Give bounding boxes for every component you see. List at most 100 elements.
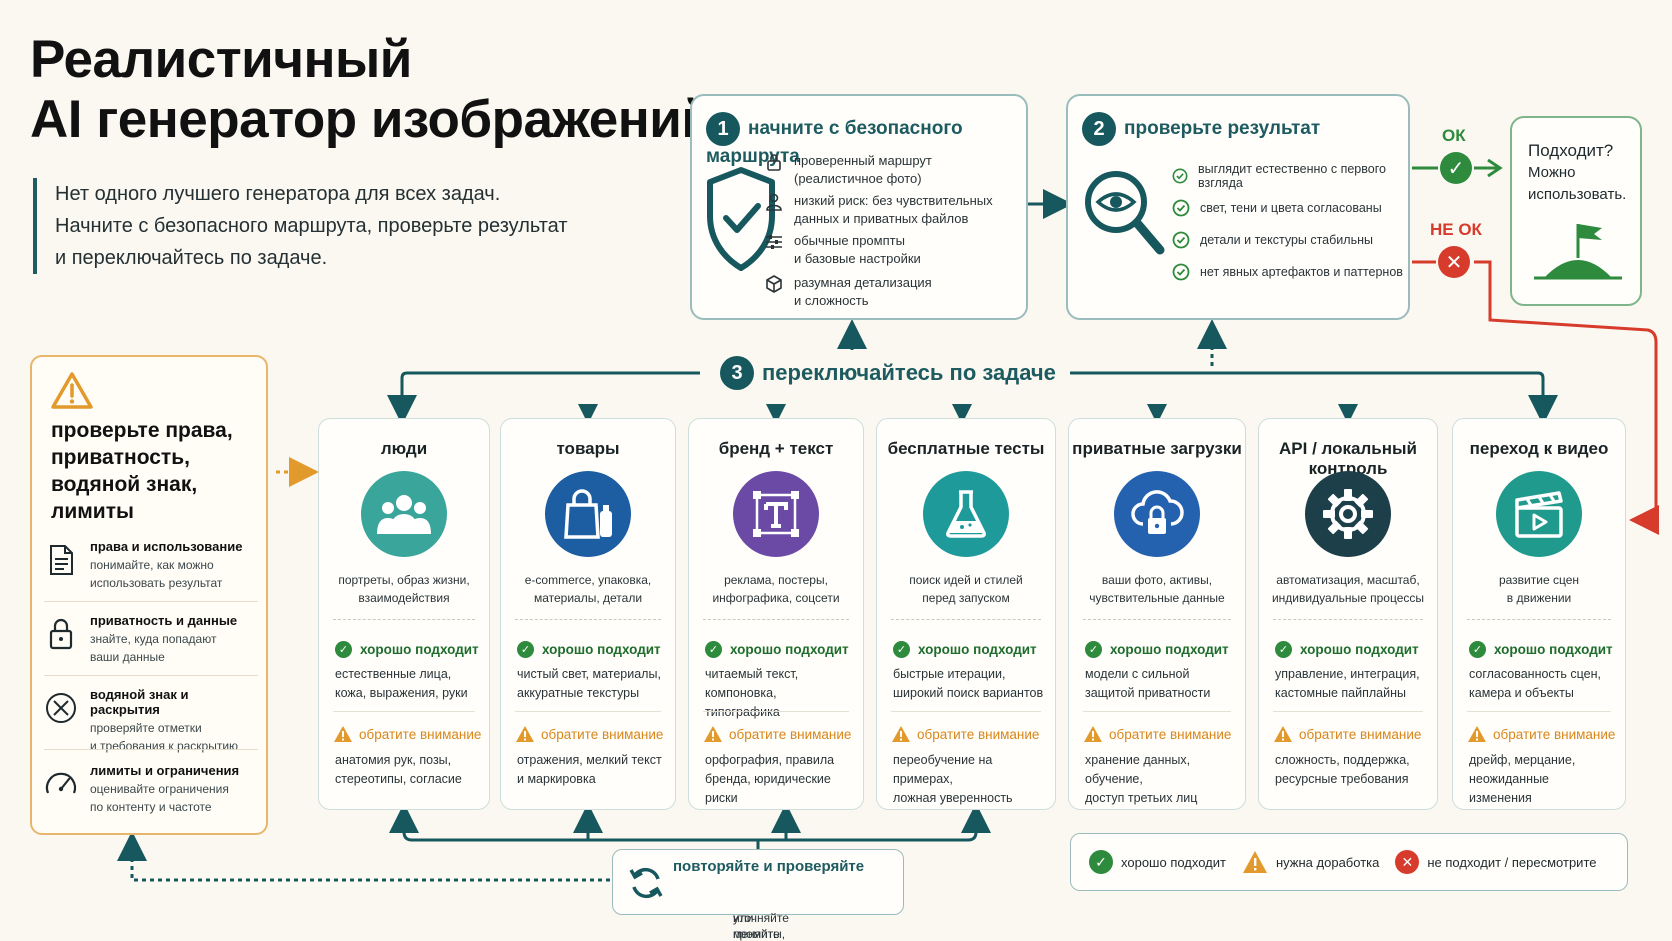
page-title: Реалистичный AI генератор изображений [30,30,714,149]
text-tool-icon [753,491,799,537]
task-description: реклама, постеры,инфографика, соцсети [712,573,840,605]
step2-item: выглядит естественно с первого взгляда [1172,160,1408,192]
attention-label: обратите внимание [1083,725,1231,743]
fits-card: Подходит? Можно использовать. [1510,116,1642,306]
not-ok-label: НЕ ОК [1430,220,1482,239]
not-ok-cross-icon: ✕ [1438,246,1470,278]
step1-item: проверенный маршрут(реалистичное фото) [767,152,932,188]
check-icon: ✓ [1469,641,1486,658]
check-icon: ✓ [705,641,722,658]
warning-triangle-icon [1084,726,1102,742]
check-icon: ✓ [517,641,534,658]
legend-needs-work: нужна доработка [1242,850,1379,874]
rights-divider [44,675,258,676]
attention-text: хранение данных, обучение,доступ третьих… [1085,753,1198,805]
task-title: товары [556,439,620,458]
document-icon [50,545,73,575]
task-divider [1083,619,1231,620]
legend-good: ✓хорошо подходит [1089,850,1226,874]
task-divider [1273,711,1423,712]
good-fit-label: ✓хорошо подходит [1469,641,1613,658]
attention-text: анатомия рук, позы,стереотипы, согласие [335,753,462,786]
task-icon-circle [1305,471,1391,557]
check-icon: ✓ [1275,641,1292,658]
gear-icon [1323,489,1373,539]
ok-label: ОК [1442,126,1466,145]
attention-text: переобучение на примерах,ложная уверенно… [893,753,1013,805]
warning-icon [51,372,93,409]
people-icon [377,495,431,534]
check-circle-icon [1172,199,1190,217]
good-fit-label: ✓хорошо подходит [335,641,479,658]
refresh-icon [629,867,663,899]
task-divider [1467,711,1611,712]
warning-triangle-icon [516,726,534,742]
attention-label: обратите внимание [891,725,1039,743]
step2-item: детали и текстуры стабильны [1172,224,1408,256]
task-divider [333,711,475,712]
warning-triangle-icon [1468,726,1486,742]
task-divider [515,711,661,712]
task-divider [703,711,849,712]
gauge-icon [45,772,77,794]
task-title: люди [380,439,428,458]
attention-label: обратите внимание [703,725,851,743]
task-column-2: товары e-commerce, упаковка,материалы, д… [500,418,676,810]
task-icon-circle [1496,471,1582,557]
rights-title: проверьте права, приватность, водяной зн… [51,419,233,523]
good-fit-text: естественные лица,кожа, выражения, руки [335,667,468,700]
flag-hill-icon [1534,224,1622,280]
task-title: бренд + текст [718,439,834,458]
good-fit-text: согласованность сцен,камера и объекты [1469,667,1601,700]
step3-number: 3 [720,356,754,390]
good-fit-label: ✓хорошо подходит [1085,641,1229,658]
attention-label: обратите внимание [333,725,481,743]
warning-triangle-icon [1274,726,1292,742]
good-fit-label: ✓хорошо подходит [517,641,661,658]
attention-text: дрейф, мерцание,неожиданные изменения [1469,753,1576,805]
legend: ✓хорошо подходит нужна доработка ✕не под… [1070,833,1628,891]
step2-item: свет, тени и цвета согласованы [1172,192,1408,224]
warning-triangle-icon [334,726,352,742]
step2-title: проверьте результат [1124,118,1321,139]
task-icon-circle [545,471,631,557]
intro-text: Нет одного лучшего генератора для всех з… [33,178,593,274]
cube-icon [766,275,782,293]
padlock-icon [49,618,73,650]
flask-icon [946,490,986,538]
task-description: портреты, образ жизни,взаимодействия [338,573,470,605]
rights-divider [44,601,258,602]
task-divider [333,619,475,620]
fits-text: Подходит? Можно использовать. [1528,141,1627,203]
good-fit-text: быстрые итерации,широкий поиск вариантов [893,667,1044,700]
step2-item: нет явных артефактов и паттернов [1172,256,1408,288]
shopping-bag-icon [564,489,612,539]
task-divider [1083,711,1231,712]
task-icon-circle [1114,471,1200,557]
task-column-1: люди портреты, образ жизни,взаимодействи… [318,418,490,810]
task-divider [891,619,1041,620]
check-icon: ✓ [893,641,910,658]
task-icon-circle [923,471,1009,557]
step2-checklist: выглядит естественно с первого взгляда с… [1172,160,1408,288]
task-title: переход к видео [1469,439,1609,458]
task-divider [891,711,1041,712]
task-divider [1273,619,1423,620]
rights-divider [44,749,258,750]
task-divider [1467,619,1611,620]
task-divider [703,619,849,620]
lock-icon [767,154,781,171]
